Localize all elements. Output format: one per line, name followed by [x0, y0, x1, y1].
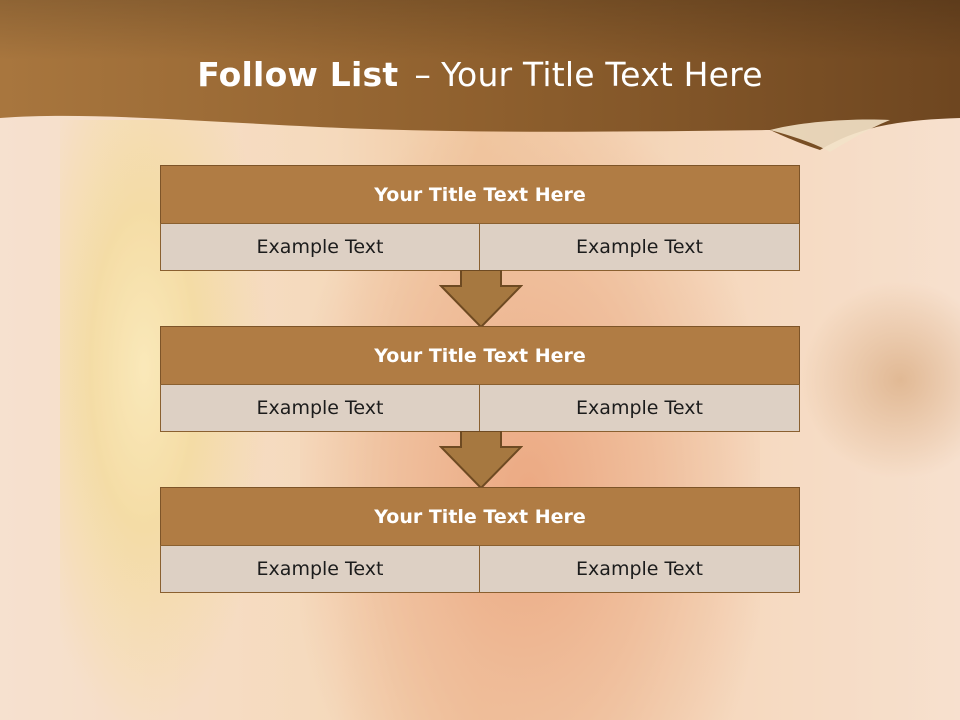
header-banner: Follow List–Your Title Text Here: [0, 0, 960, 152]
step-title: Your Title Text Here: [160, 326, 800, 385]
slide-title: Follow List–Your Title Text Here: [0, 55, 960, 94]
step-title: Your Title Text Here: [160, 487, 800, 546]
step-title: Your Title Text Here: [160, 165, 800, 224]
step-cell-left: Example Text: [160, 223, 480, 271]
slide-title-bold: Follow List: [197, 55, 399, 94]
slide-title-rest: Your Title Text Here: [441, 55, 763, 94]
slide-title-separator: –: [414, 55, 432, 94]
step-block-3: Your Title Text Here Example Text Exampl…: [160, 487, 800, 593]
step-row: Example Text Example Text: [160, 545, 800, 593]
step-cell-right: Example Text: [480, 223, 800, 271]
step-cell-left: Example Text: [160, 384, 480, 432]
step-row: Example Text Example Text: [160, 223, 800, 271]
step-cell-right: Example Text: [480, 384, 800, 432]
header-wave-shape: [0, 0, 960, 152]
step-cell-left: Example Text: [160, 545, 480, 593]
step-cell-right: Example Text: [480, 545, 800, 593]
step-block-2: Your Title Text Here Example Text Exampl…: [160, 326, 800, 432]
step-row: Example Text Example Text: [160, 384, 800, 432]
down-arrow-icon: [439, 270, 523, 328]
background-glass-right: [800, 280, 960, 480]
down-arrow-icon: [439, 431, 523, 489]
step-block-1: Your Title Text Here Example Text Exampl…: [160, 165, 800, 271]
